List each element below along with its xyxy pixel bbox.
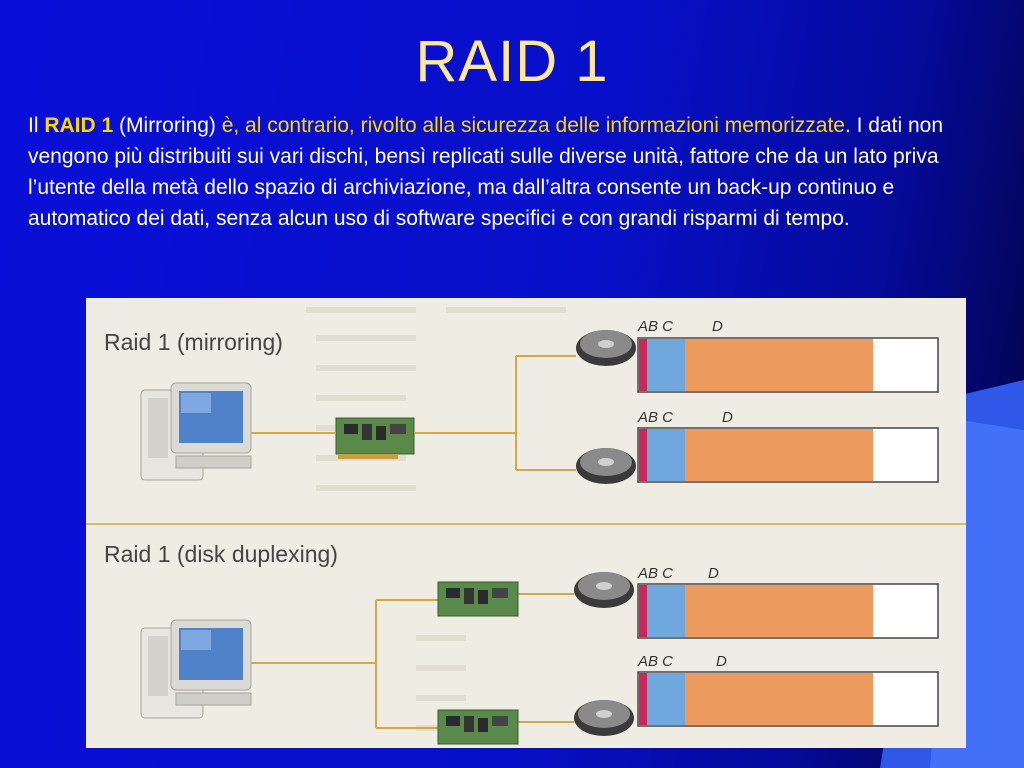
section-label-duplexing: Raid 1 (disk duplexing) (104, 541, 338, 567)
slide-paragraph: Il RAID 1 (Mirroring) è, al contrario, r… (28, 110, 988, 234)
disk-partition-bar: AB C D (637, 653, 939, 727)
partition-label: AB C (637, 565, 673, 582)
controller-card-icon (335, 417, 415, 459)
disk-partition-bar: AB C D (637, 409, 939, 483)
para-body: . I dati non vengono più distribuiti sui… (28, 114, 944, 230)
controller-card-icon (437, 581, 519, 617)
para-mirroring: (Mirroring) (113, 114, 222, 137)
hard-disk-icon (576, 448, 636, 484)
hard-disk-icon (574, 572, 634, 608)
slide-title: RAID 1 (415, 29, 609, 94)
disk-partition-bar: AB C D (637, 565, 939, 639)
controller-card-icon (437, 709, 519, 745)
para-raid-term: RAID 1 (44, 114, 114, 137)
partition-label: D (716, 653, 727, 670)
computer-icon (140, 619, 252, 719)
cable (251, 355, 576, 471)
raid-diagram-image: Raid 1 (mirroring) Raid 1 (disk duplexin… (86, 298, 966, 748)
para-intro: Il (28, 114, 45, 137)
para-highlight: è, al contrario, rivolto alla sicurezza … (221, 114, 845, 137)
partition-label: AB C (637, 409, 673, 426)
partition-label: D (712, 318, 723, 335)
partition-label: AB C (637, 318, 673, 335)
computer-icon (140, 382, 252, 481)
section-label-mirroring: Raid 1 (mirroring) (104, 329, 283, 355)
partition-label: D (708, 565, 719, 582)
disk-partition-bar: AB C D (637, 318, 939, 393)
partition-label: D (722, 409, 733, 426)
hard-disk-icon (576, 330, 636, 366)
partition-label: AB C (637, 653, 673, 670)
cable (251, 593, 574, 729)
hard-disk-icon (574, 700, 634, 736)
